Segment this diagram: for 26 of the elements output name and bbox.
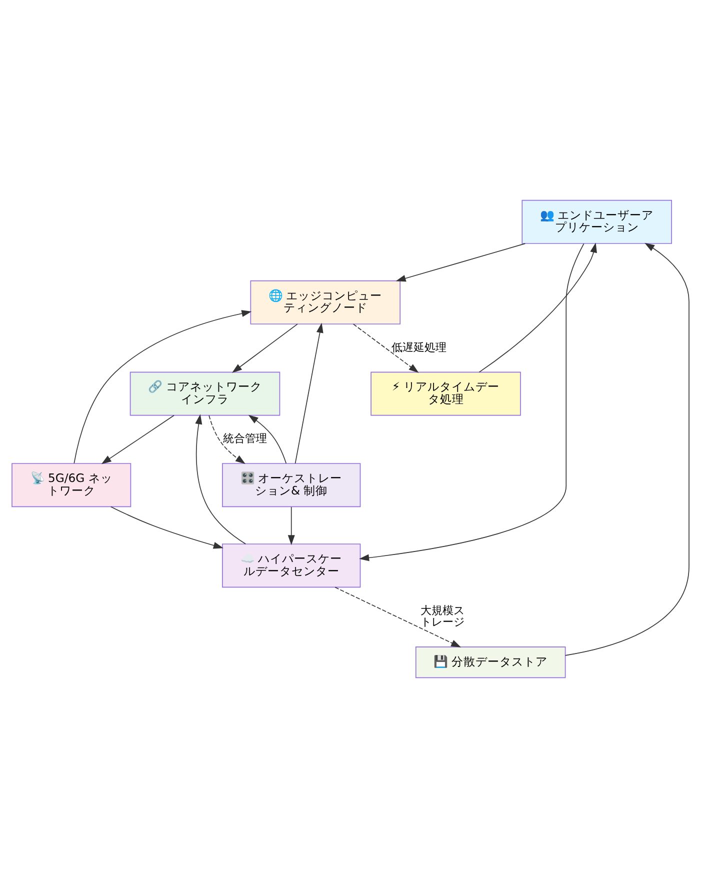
arrow [478,242,597,373]
edge-label: 統合管理 [222,432,267,446]
arrow [101,414,174,464]
arrow [359,243,584,562]
arrow [564,242,690,656]
node-box: ⚡ リアルタイムデータ処理 [370,372,521,416]
node-box: 💾 分散データストア [415,646,566,678]
arrow [396,243,526,282]
arrow [352,324,419,373]
node-box: 📡 5G/6G ネットワーク [12,463,132,508]
arrow [248,414,287,464]
arrow [195,414,246,544]
arrow [288,506,295,546]
edge-label: 大規模ストレージ [420,604,464,629]
edge-label: 低遅延処理 [392,340,447,354]
node-box: 🌐 エッジコンピューティングノード [250,280,401,324]
node-box: 🎛 オーケストレーション& 制御 [222,463,361,508]
node-box: 👥 エンドユーザーアプリケーション [522,200,672,244]
arrow [334,586,462,648]
node-box: 🔗 コアネットワークインフラ [130,372,280,416]
arrow [74,310,252,464]
node-box: ☁ ハイパースケールデータセンター [222,544,361,588]
arrow [208,415,246,464]
arrow [110,506,224,549]
arrow [294,322,324,464]
arrow [232,324,298,373]
